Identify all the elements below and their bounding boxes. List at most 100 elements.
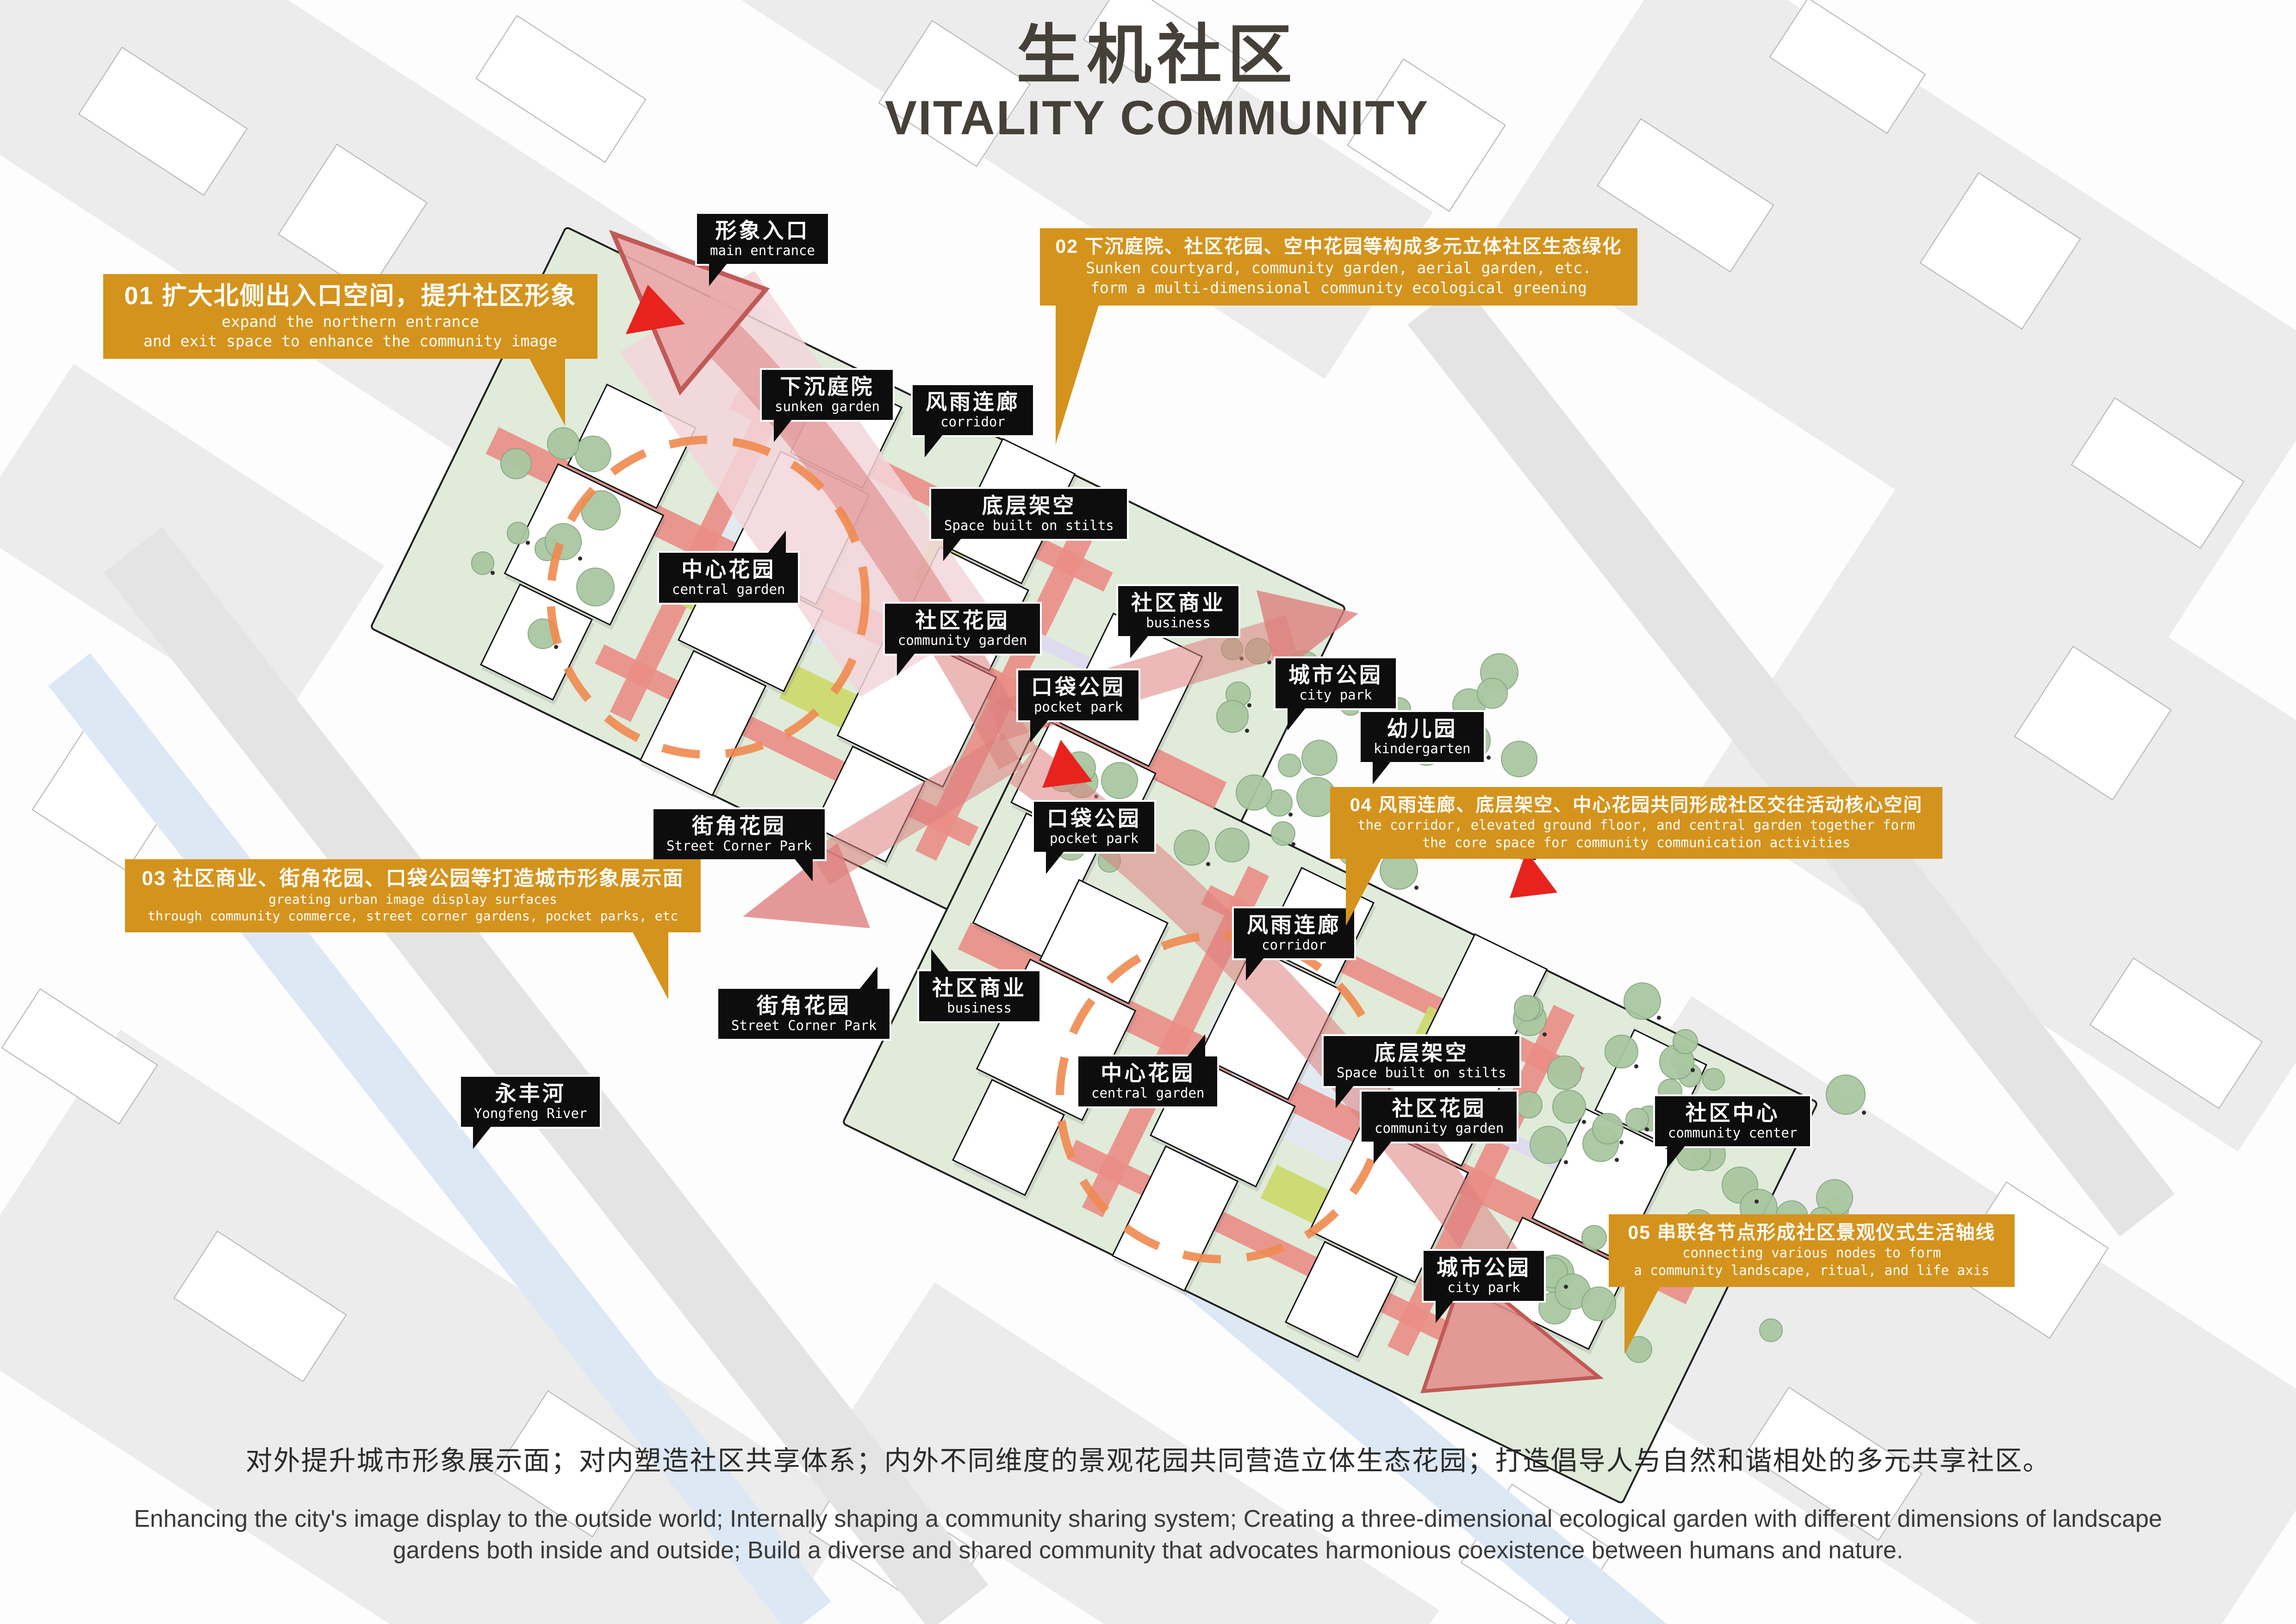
tree: [1101, 762, 1139, 800]
map-label-zh: 社区中心: [1685, 1101, 1780, 1125]
callout-title: 05 串联各节点形成社区景观仪式生活轴线: [1628, 1222, 1996, 1243]
label-pointer: [709, 263, 728, 287]
tree: [1581, 1287, 1616, 1321]
callout-title: 01 扩大北侧出入口空间，提升社区形象: [124, 282, 577, 310]
ground-speck: [490, 571, 495, 575]
tree: [1759, 1318, 1783, 1343]
footer-text-english: Enhancing the city's image display to th…: [0, 1504, 2296, 1566]
label-pointer: [859, 967, 878, 990]
map-label-zh: 社区花园: [1392, 1096, 1487, 1120]
ground-speck: [1754, 1199, 1759, 1204]
east-arrowhead: [1257, 590, 1358, 676]
map-label-en: Space built on stilts: [944, 517, 1114, 533]
callout-pointer: [1056, 301, 1100, 445]
tree: [1500, 740, 1538, 778]
ground-speck: [578, 556, 582, 561]
tree: [1581, 1225, 1607, 1251]
tree: [1825, 1074, 1866, 1115]
ground-speck: [1291, 842, 1296, 846]
footer-english-line1: Enhancing the city's image display to th…: [134, 1505, 2162, 1532]
map-label-zh: 城市公园: [1437, 1255, 1531, 1280]
tree: [1625, 1108, 1649, 1131]
axis-path-west: [809, 733, 1024, 885]
map-label-zh: 永丰河: [495, 1081, 566, 1106]
label-pointer: [897, 653, 915, 676]
ground-speck: [1634, 1064, 1639, 1069]
ground-speck: [1657, 1016, 1661, 1020]
tree: [576, 568, 615, 606]
map-label-en: corridor: [940, 413, 1005, 430]
map-label-zh: 底层架空: [982, 493, 1076, 518]
map-label-zh: 社区商业: [1131, 591, 1226, 615]
map-label-zh: 口袋公园: [1047, 806, 1141, 831]
ground-speck: [1615, 1158, 1619, 1162]
label-pointer: [1030, 719, 1049, 743]
map-label-en: community center: [1668, 1124, 1798, 1141]
map-label-zh: 下沉庭院: [780, 375, 875, 399]
tree: [1216, 700, 1249, 733]
ground-speck: [1645, 1127, 1649, 1132]
ground-speck: [554, 645, 559, 650]
west-arrowhead: [743, 843, 870, 928]
ground-speck: [1247, 703, 1251, 707]
tree: [507, 522, 530, 545]
tree: [1605, 1035, 1638, 1068]
callout-line: the core space for community communicati…: [1422, 834, 1851, 850]
callout-04: 04 风雨连廊、底层架空、中心花园共同形成社区交往活动核心空间 the corri…: [1330, 787, 1942, 926]
callout-line: the corridor, elevated ground floor, and…: [1357, 817, 1915, 833]
tree: [1702, 1068, 1725, 1091]
label-pointer: [794, 858, 813, 882]
ground-speck: [1582, 1119, 1587, 1124]
ground-speck: [1619, 1140, 1624, 1145]
tree: [1301, 739, 1338, 776]
title-chinese: 生机社区: [1016, 19, 1298, 91]
callout-line: connecting various nodes to form: [1682, 1245, 1941, 1261]
callout-line: through community commerce, street corne…: [147, 908, 678, 924]
label-pointer: [1246, 957, 1264, 981]
callout-line: and exit space to enhance the community …: [143, 332, 558, 350]
label-pointer: [1288, 707, 1306, 731]
tree: [545, 523, 582, 561]
callout-line: Sunken courtyard, community garden, aeri…: [1086, 259, 1592, 277]
callout-02: 02 下沉庭院、社区花园、空中花园等构成多元立体社区生态绿化 Sunken cou…: [1040, 228, 1637, 445]
ground-speck: [1861, 1111, 1866, 1115]
callout-05: 05 串联各节点形成社区景观仪式生活轴线 connecting various n…: [1609, 1214, 2015, 1354]
callout-line: form a multi-dimensional community ecolo…: [1090, 279, 1587, 297]
callout-title: 02 下沉庭院、社区花园、空中花园等构成多元立体社区生态绿化: [1055, 236, 1622, 257]
callout-title: 04 风雨连廊、底层架空、中心花园共同形成社区交往活动核心空间: [1350, 795, 1923, 815]
map-label-en: central garden: [672, 581, 785, 597]
map-label-en: pocket park: [1049, 830, 1139, 846]
tree: [1592, 1113, 1624, 1144]
map-label-en: main entrance: [710, 242, 815, 258]
map-label-en: business: [1146, 614, 1211, 631]
label-pointer: [767, 531, 786, 554]
map-label-en: central garden: [1091, 1085, 1205, 1101]
ground-speck: [1267, 660, 1272, 665]
tree: [547, 427, 579, 460]
tree: [1623, 982, 1661, 1020]
map-label-en: corridor: [1262, 937, 1326, 953]
label-pointer: [1374, 1141, 1392, 1164]
tree: [1476, 677, 1508, 709]
map-label-en: business: [947, 999, 1012, 1016]
label-pointer: [1130, 635, 1149, 659]
page-title: 生机社区 VITALITY COMMUNITY: [676, 21, 1638, 146]
label-pointer: [943, 538, 962, 562]
tree: [1515, 1091, 1543, 1118]
map-label-en: kindergarten: [1374, 740, 1471, 756]
ground-speck: [1414, 886, 1419, 890]
footer-english-line2: gardens both inside and outside; Build a…: [392, 1537, 1904, 1564]
